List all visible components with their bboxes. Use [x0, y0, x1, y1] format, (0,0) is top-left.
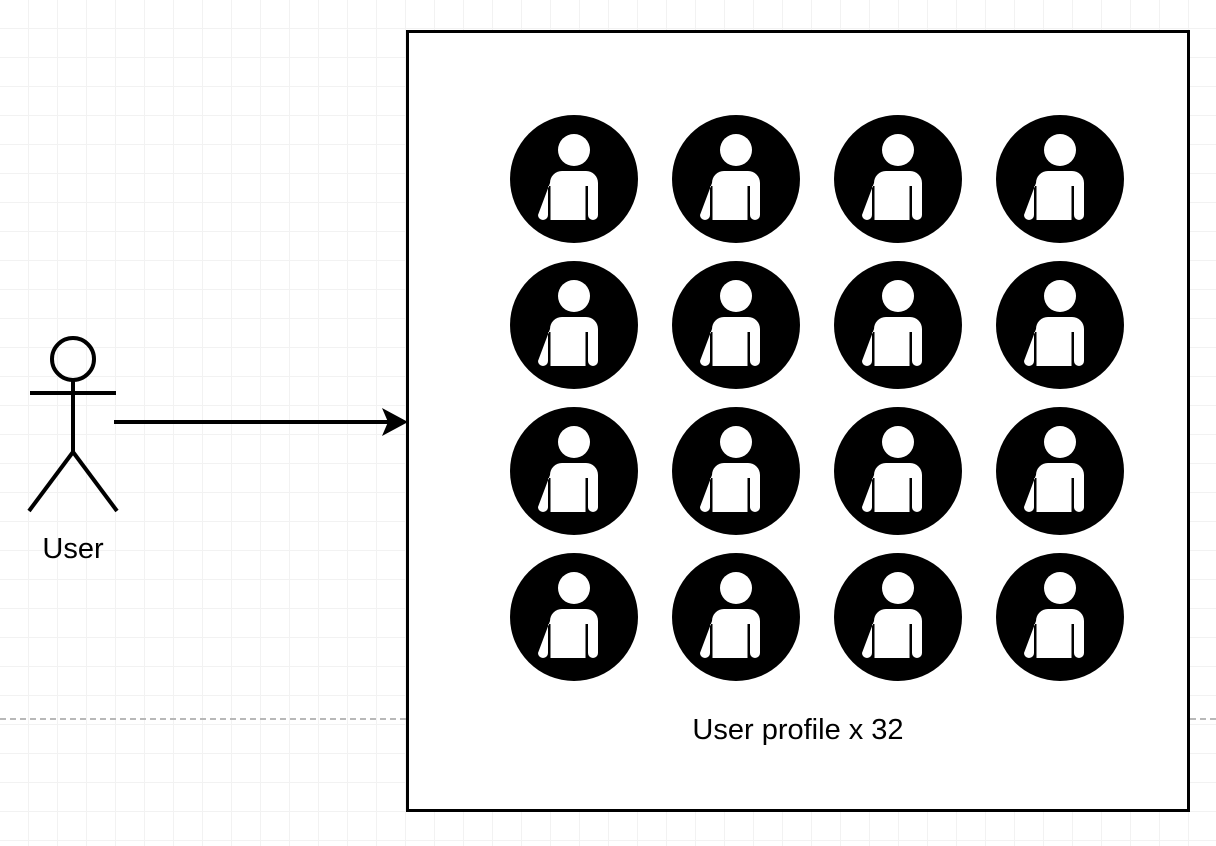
user-avatar-icon[interactable] — [510, 115, 638, 243]
user-avatar-icon[interactable] — [510, 261, 638, 389]
user-avatar-icon[interactable] — [672, 261, 800, 389]
user-actor[interactable] — [26, 335, 120, 515]
user-avatar-icon[interactable] — [996, 115, 1124, 243]
stick-figure-icon — [26, 335, 120, 515]
user-avatar-grid — [510, 115, 1124, 681]
user-avatar-icon[interactable] — [510, 407, 638, 535]
user-avatar-icon[interactable] — [834, 261, 962, 389]
user-avatar-icon[interactable] — [672, 115, 800, 243]
user-avatar-icon[interactable] — [834, 407, 962, 535]
user-avatar-icon[interactable] — [510, 553, 638, 681]
container-caption: User profile x 32 — [692, 714, 904, 746]
user-avatar-icon[interactable] — [996, 261, 1124, 389]
user-avatar-icon[interactable] — [672, 553, 800, 681]
user-avatar-icon[interactable] — [672, 407, 800, 535]
user-avatar-icon[interactable] — [834, 115, 962, 243]
user-avatar-icon[interactable] — [996, 553, 1124, 681]
user-profile-container[interactable]: User profile x 32 — [406, 30, 1190, 812]
user-avatar-icon[interactable] — [996, 407, 1124, 535]
user-actor-label: User — [42, 533, 104, 565]
user-avatar-icon[interactable] — [834, 553, 962, 681]
user-to-container-arrow[interactable] — [114, 404, 410, 444]
